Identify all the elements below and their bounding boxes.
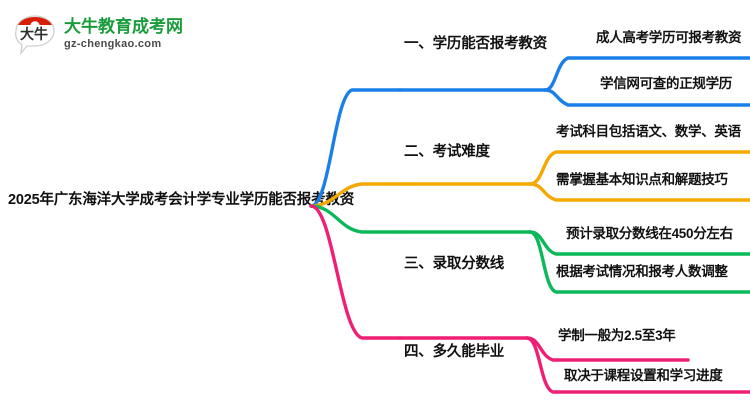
branch-label-4[interactable]: 四、多久能毕业: [404, 344, 505, 360]
mindmap-center-title: 2025年广东海洋大学成考会计学专业学历能否报考教资: [8, 192, 355, 208]
logo-title: 大牛教育成考网: [64, 17, 183, 36]
leaf-label-1-2[interactable]: 学信网可查的正规学历: [600, 76, 732, 91]
branch-label-1[interactable]: 一、学历能否报考教资: [404, 36, 547, 52]
leaf-label-2-2[interactable]: 需掌握基本知识点和解题技巧: [556, 172, 728, 187]
svg-text:大牛: 大牛: [20, 26, 48, 42]
leaf-label-3-1[interactable]: 预计录取分数线在450分左右: [566, 226, 733, 241]
leaf-label-4-1[interactable]: 学制一般为2.5至3年: [558, 328, 676, 343]
leaf-label-4-2[interactable]: 取决于课程设置和学习进度: [564, 368, 723, 383]
leaf-label-1-1[interactable]: 成人高考学历可报考教资: [596, 30, 742, 45]
logo-url: gz-chengkao.com: [64, 38, 162, 50]
branch-label-3[interactable]: 三、录取分数线: [404, 256, 505, 272]
leaf-label-2-1[interactable]: 考试科目包括语文、数学、英语: [556, 124, 741, 139]
branch-label-2[interactable]: 二、考试难度: [404, 144, 490, 160]
logo-speech-bubble-icon: 大牛: [12, 12, 58, 56]
leaf-label-3-2[interactable]: 根据考试情况和报考人数调整: [556, 264, 728, 279]
site-logo: 大牛 大牛教育成考网 gz-chengkao.com: [12, 8, 192, 60]
